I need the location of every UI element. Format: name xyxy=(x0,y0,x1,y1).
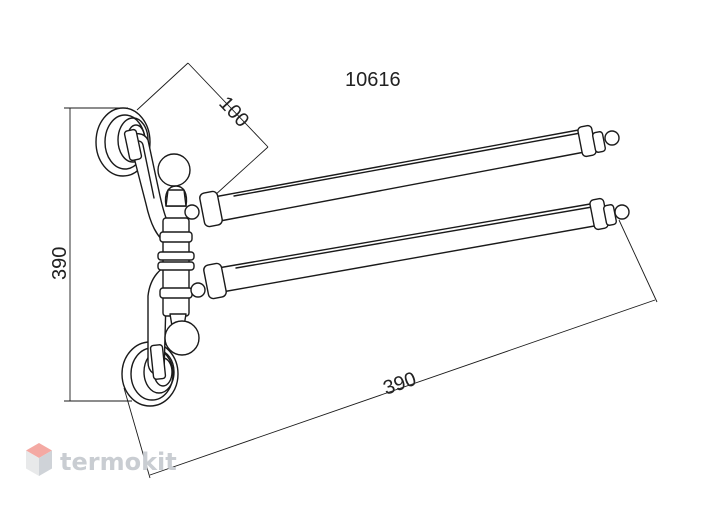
dimension-depth: 100 xyxy=(136,62,269,197)
watermark-text: termokit xyxy=(60,448,177,476)
termokit-watermark: termokit xyxy=(26,443,177,476)
dimension-height-label: 390 xyxy=(49,247,71,280)
bottom-finial xyxy=(164,313,200,356)
lower-towel-bar xyxy=(190,197,630,300)
top-finial xyxy=(157,153,191,207)
dimension-height: 390 xyxy=(49,107,132,402)
product-code: 10616 xyxy=(345,69,401,91)
termokit-logo xyxy=(26,443,52,476)
dimension-length-label: 390 xyxy=(380,368,419,400)
upper-towel-bar xyxy=(184,124,620,228)
